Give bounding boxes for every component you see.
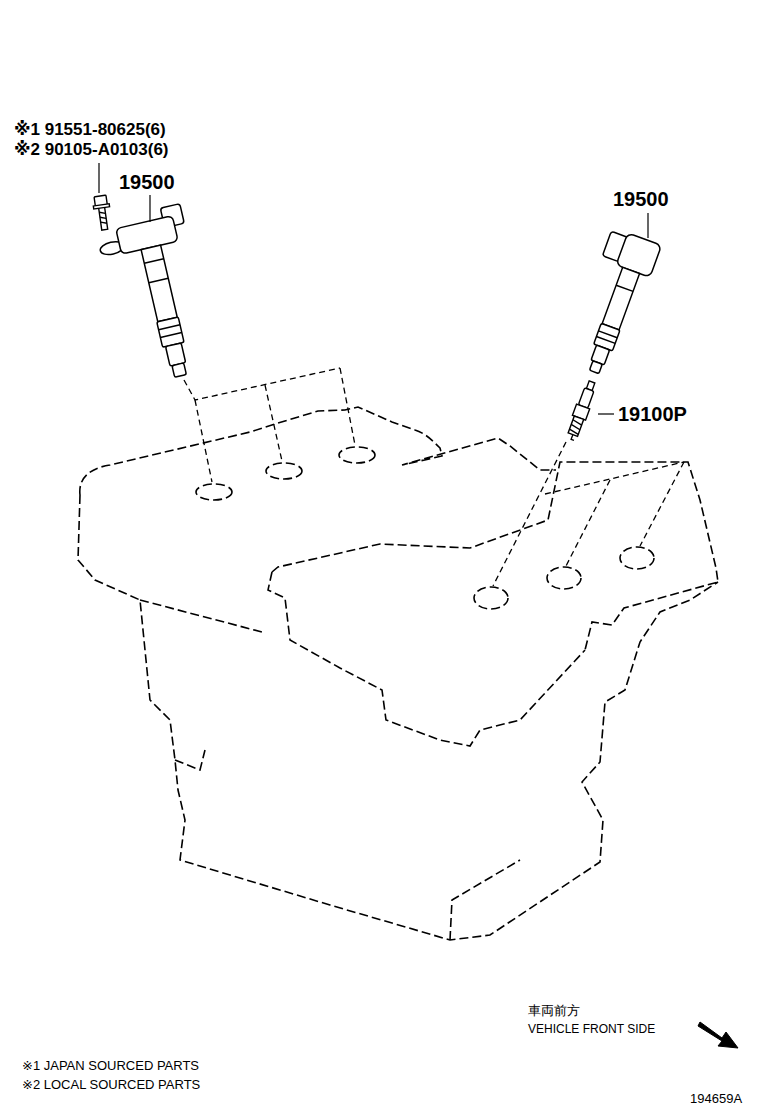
plug-hole [339, 447, 375, 463]
leader-line [98, 163, 99, 193]
direction-note: 車両前方 [528, 1004, 580, 1018]
plug-hole [474, 587, 508, 609]
block-edge [140, 600, 262, 632]
assembly-line [566, 480, 610, 566]
front-head-side [268, 572, 585, 746]
coil-band [143, 259, 182, 338]
footnote: ※2 LOCAL SOURCED PARTS [22, 1078, 200, 1092]
plug-hole [196, 484, 232, 500]
block-outline [78, 495, 718, 940]
leader-line [598, 413, 614, 414]
assembly-line [195, 400, 212, 482]
plug-electrode [571, 435, 576, 441]
assembly-line [545, 462, 684, 494]
plug-hole [620, 547, 654, 569]
assembly-lines [184, 368, 684, 586]
bolt-flange [93, 204, 109, 209]
engine-outline [78, 407, 718, 940]
callout-number: 19100P [618, 403, 687, 425]
plug-hole [547, 567, 581, 589]
assembly-line [640, 462, 684, 546]
block-edge [175, 750, 205, 770]
coil-band [596, 285, 634, 344]
part-number: ※1 91551-80625(6) [14, 121, 166, 140]
plug-thread-lines [569, 420, 583, 435]
plug-thread [568, 416, 584, 436]
direction-note: VEHICLE FRONT SIDE [528, 1023, 655, 1036]
bolt [92, 195, 113, 231]
coil-tip [589, 361, 602, 374]
front-head-outline [272, 462, 718, 650]
plug-holes [196, 447, 654, 609]
footnote: ※1 JAPAN SOURCED PARTS [22, 1059, 199, 1073]
bolt-thread [99, 211, 107, 224]
front-direction-arrow [698, 1022, 738, 1048]
coil-tip [172, 363, 186, 377]
leader-lines [99, 163, 648, 414]
leader-line [647, 213, 648, 238]
callout-number: 19500 [119, 171, 175, 193]
figure-number: 194659A [690, 1092, 742, 1106]
spark-plug [565, 380, 599, 442]
plug-hole [266, 463, 302, 479]
ignition-coil [94, 204, 218, 387]
assembly-line [340, 368, 355, 445]
leader-line [149, 195, 150, 222]
assembly-line [493, 442, 566, 586]
block-edge [450, 860, 520, 940]
callout-number: 19500 [613, 188, 669, 210]
ignition-coil [564, 228, 661, 379]
assembly-line [265, 385, 282, 461]
assembly-line [184, 368, 340, 400]
coil-body [141, 245, 177, 322]
rear-head-outline [80, 407, 556, 495]
coil-body [602, 267, 639, 330]
bolt-shank [98, 205, 107, 230]
part-number: ※2 90105-A0103(6) [14, 141, 169, 160]
